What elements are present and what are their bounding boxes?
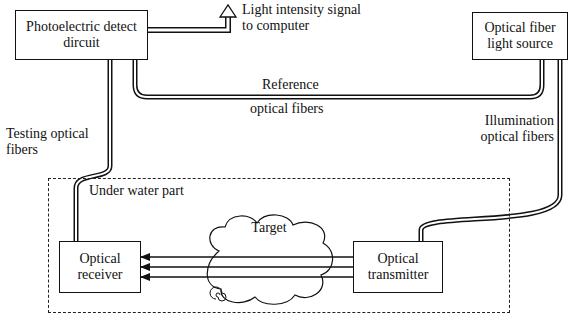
process-box: Optical receiver — [59, 241, 141, 293]
box-label: Photoelectric detect dircuit — [21, 19, 142, 51]
fiber-label: Testing optical fibers — [6, 126, 94, 158]
signal-arrow-shaft — [148, 16, 228, 30]
target-cloud: Target — [199, 211, 339, 307]
process-box: Optical transmitter — [353, 241, 443, 293]
signal-arrow-shaft-inner — [148, 16, 228, 30]
signal-arrow-head — [220, 5, 236, 17]
optical-fiber — [421, 60, 560, 241]
optical-fiber — [135, 60, 542, 97]
box-label: Optical transmitter — [359, 251, 437, 283]
box-label: Optical fiber light source — [478, 20, 562, 52]
target-label: Target — [199, 220, 339, 236]
box-label: Optical receiver — [65, 251, 135, 283]
light-beam-arrow — [141, 257, 353, 277]
process-box: Photoelectric detect dircuit — [15, 10, 148, 60]
fiber-label: Reference — [262, 77, 342, 93]
region-label: Under water part — [89, 183, 549, 199]
signal-label: Light intensity signal to computer — [242, 2, 364, 34]
fiber-label: optical fibers — [250, 101, 350, 117]
optical-fiber — [76, 60, 110, 241]
process-box: Optical fiber light source — [472, 12, 568, 60]
fiber-label: Illumination optical fibers — [462, 113, 554, 145]
region-outline: Under water partOptical receiverTargetOp… — [48, 178, 510, 313]
